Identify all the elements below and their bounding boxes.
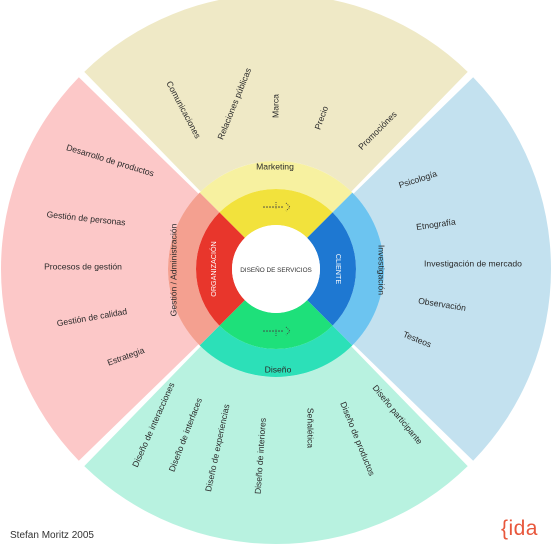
middle-label-left: Gestión / Administración <box>168 223 178 316</box>
dotted-arrow-top <box>263 202 291 212</box>
outer-segment-top <box>84 0 468 192</box>
middle-segment-left <box>168 192 220 346</box>
dotted-arrow-bottom <box>263 326 291 336</box>
ida-logo: {ida <box>500 517 538 540</box>
outer-item-right-3: Investigación de mercado <box>424 258 522 268</box>
inner-arrows <box>263 202 291 336</box>
inner-label-left: ORGANIZACIÓN <box>209 241 218 297</box>
middle-label-top: Marketing <box>256 161 294 171</box>
author-credit: Stefan Moritz 2005 <box>10 530 94 541</box>
outer-segment-right <box>353 77 551 461</box>
inner-segment-left <box>196 212 245 326</box>
outer-item-bottom-5: Señalética <box>306 408 316 448</box>
inner-ring: ORGANIZACIÓN CLIENTE <box>196 189 356 349</box>
middle-label-bottom: Diseño <box>265 364 292 374</box>
middle-segment-bottom <box>199 325 353 377</box>
inner-segment-right <box>307 212 356 326</box>
outer-segment-left <box>1 77 199 461</box>
outer-segment-bottom <box>84 346 468 544</box>
middle-segment-top <box>199 161 353 213</box>
outer-item-top-3: Marca <box>270 94 280 118</box>
inner-segment-top <box>219 189 333 238</box>
center-label: DISEÑO DE SERVICIOS <box>240 265 312 274</box>
outer-item-left-3: Procesos de gestión <box>44 261 122 271</box>
inner-segment-bottom <box>219 300 333 349</box>
middle-label-right: Investigación <box>377 245 387 295</box>
center-circle: DISEÑO DE SERVICIOS <box>232 225 320 313</box>
middle-segment-right <box>332 192 384 346</box>
inner-label-right: CLIENTE <box>334 254 343 285</box>
